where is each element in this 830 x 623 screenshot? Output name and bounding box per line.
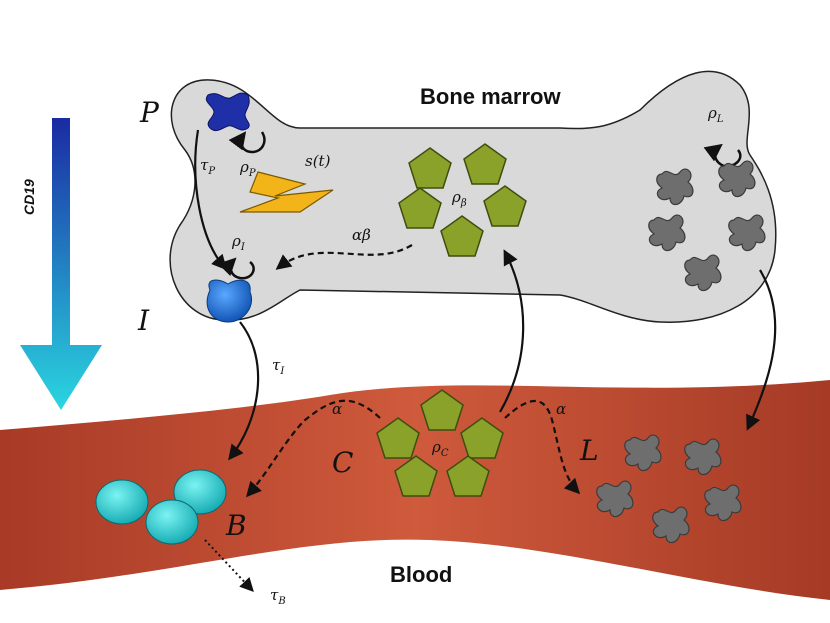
rho-I-loop — [217, 257, 255, 280]
svg-text:τI: τI — [272, 356, 285, 377]
blood-title: Blood — [390, 562, 452, 587]
alpha-right-label: α — [556, 400, 566, 418]
alpha-left-arrow — [245, 399, 381, 498]
label-B: B — [225, 509, 247, 542]
label-P: P — [139, 96, 160, 129]
alpha-left-label: α — [332, 400, 342, 418]
svg-text:τB: τB — [270, 586, 286, 607]
tau-P-arrow — [194, 129, 228, 271]
tau-B-arrow — [204, 539, 254, 593]
signal-label: s(t) — [305, 152, 331, 170]
leukemia-egress-arrow — [746, 269, 777, 431]
immature-cell — [206, 279, 252, 323]
progenitor-cell — [205, 92, 250, 132]
alpha-beta-label: αβ — [352, 226, 371, 244]
svg-text:ρP: ρP — [239, 158, 256, 179]
b-cells — [95, 469, 227, 545]
alpha-right-arrow — [504, 400, 581, 495]
svg-text:ρL: ρL — [707, 104, 724, 125]
svg-text:τP: τP — [200, 156, 215, 177]
bone-marrow-region — [169, 70, 777, 323]
svg-text:ρβ: ρβ — [451, 188, 467, 209]
cd19-arrow: CD19 — [20, 118, 102, 410]
rho-P-loop — [228, 131, 266, 154]
label-L: L — [579, 434, 599, 467]
label-C: C — [332, 446, 353, 479]
svg-text:ρI: ρI — [231, 232, 246, 253]
svg-text:ρC: ρC — [431, 438, 449, 459]
signal-bolt — [239, 171, 334, 213]
cart-homing-arrow — [499, 249, 525, 413]
tau-I-arrow — [228, 321, 260, 461]
alpha-beta-arrow — [275, 244, 413, 270]
bone-marrow-title: Bone marrow — [420, 84, 561, 109]
cd19-label: CD19 — [21, 179, 37, 215]
label-I: I — [137, 304, 150, 337]
